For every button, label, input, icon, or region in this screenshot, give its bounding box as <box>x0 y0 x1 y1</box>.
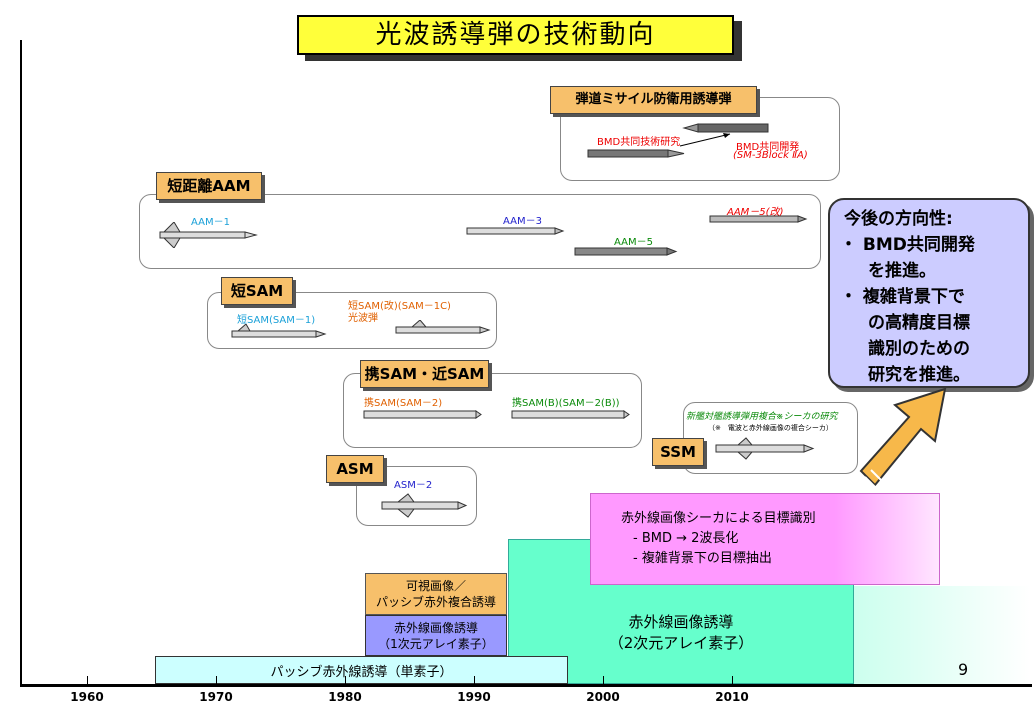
ssam1-missile-icon <box>231 324 327 338</box>
asm2-label: ASM－2 <box>394 480 433 491</box>
asm2-missile-icon <box>381 493 468 518</box>
direction-b2-l2: の高精度目標 <box>868 313 970 333</box>
aam3-missile-icon <box>466 227 565 235</box>
y-axis-line <box>20 40 22 686</box>
direction-b2-l3: 識別のための <box>868 339 970 359</box>
bmd-dev-sub-label: (SM-3Block ⅡA) <box>733 150 808 161</box>
era-ir1d-l1: 赤外線画像誘導 <box>393 620 478 635</box>
year-label: 1980 <box>328 690 362 704</box>
tick-2010 <box>732 676 733 686</box>
direction-b2-l1: ・ 複雑背景下で <box>840 287 965 307</box>
page-title: 光波誘導弾の技術動向 <box>297 15 734 55</box>
era-ir2d-l1: 赤外線画像誘導 <box>628 612 734 631</box>
year-label: 2000 <box>586 690 620 704</box>
era-target-l2: - BMD → 2波長化 <box>633 531 739 546</box>
era-visible-l1: 可視画像／ <box>405 579 466 593</box>
ssam1-label: 短SAM(SAM－1) <box>237 315 316 326</box>
tick-1970 <box>216 676 217 686</box>
direction-box: 今後の方向性: ・ BMD共同開発 を推進。 ・ 複雑背景下で の高精度目標 識… <box>828 198 1030 388</box>
era-ir2d-fade <box>854 586 1030 684</box>
trend-arrow-icon <box>859 387 947 492</box>
era-target-l3: - 複雑背景下の目標抽出 <box>633 551 772 566</box>
tick-2000 <box>603 676 604 686</box>
era-ir1d-l2: （1次元アレイ素子） <box>378 636 494 651</box>
era-ir2d-l2: （2次元アレイ素子） <box>608 633 754 652</box>
asm-tag: ASM <box>326 455 384 483</box>
direction-b2-l4: 研究を推進。 <box>868 365 970 385</box>
tick-1960 <box>87 676 88 686</box>
ssm-missile-icon <box>715 437 815 460</box>
era-target-id: 赤外線画像シーカによる目標識別 - BMD → 2波長化 - 複雑背景下の目標抽… <box>590 493 940 585</box>
aam3-label: AAM－3 <box>503 216 542 227</box>
page-number: 9 <box>958 660 969 679</box>
aam-tag: 短距離AAM <box>156 172 262 200</box>
keisam1-missile-icon <box>363 410 482 419</box>
bmd-missiles-icon <box>587 123 769 158</box>
aam5kai-label: AAM－5(改) <box>727 207 784 218</box>
keisam1-label: 携SAM(SAM－2) <box>364 398 443 409</box>
bmd-research-label: BMD共同技術研究 <box>597 137 681 148</box>
era-visible-l2: パッシブ赤外複合誘導 <box>375 595 496 609</box>
ssm-tag: SSM <box>652 438 704 466</box>
aam1-missile-icon <box>159 222 258 248</box>
year-label: 1990 <box>457 690 491 704</box>
ssam2-sub-label: 光波弾 <box>348 313 378 324</box>
keisam2-label: 携SAM(B)(SAM－2(B)) <box>512 398 620 409</box>
year-label: 1970 <box>199 690 233 704</box>
year-label: 1960 <box>70 690 104 704</box>
aam5kai-missile-icon <box>709 215 808 223</box>
era-ir1d: 赤外線画像誘導 （1次元アレイ素子） <box>365 615 507 656</box>
ssm-note-title: 新艦対艦誘導弾用複合※シーカの研究 <box>686 412 838 422</box>
ssam2-missile-icon <box>395 320 491 334</box>
aam5-label: AAM－5 <box>614 237 653 248</box>
era-target-l1: 赤外線画像シーカによる目標識別 <box>621 511 816 526</box>
bmd-dev-label: BMD共同開発 <box>736 142 800 153</box>
keisam2-missile-icon <box>511 410 630 419</box>
tick-1980 <box>345 676 346 686</box>
year-label: 2010 <box>715 690 749 704</box>
keisam-tag: 携SAM・近SAM <box>360 360 489 388</box>
era-passive-label: パッシブ赤外線誘導（単素子） <box>270 664 453 680</box>
tick-1990 <box>474 676 475 686</box>
direction-title: 今後の方向性: <box>844 209 953 229</box>
direction-b1-l1: ・ BMD共同開発 <box>840 235 975 255</box>
ssm-frame <box>683 402 858 474</box>
ssm-note-sub: （※ 電波と赤外線画像の複合シーカ） <box>708 424 833 432</box>
ssam-tag: 短SAM <box>221 277 293 305</box>
aam1-label: AAM－1 <box>191 217 230 228</box>
era-passive: パッシブ赤外線誘導（単素子） <box>155 656 568 684</box>
bmd-tag: 弾道ミサイル防衛用誘導弾 <box>550 86 757 114</box>
aam5-missile-icon <box>574 247 678 256</box>
direction-b1-l2: を推進。 <box>868 261 936 281</box>
ssam2-label: 短SAM(改)(SAM－1C) <box>348 301 451 312</box>
x-axis-line <box>20 684 1032 687</box>
era-visible: 可視画像／ パッシブ赤外複合誘導 <box>365 573 507 615</box>
